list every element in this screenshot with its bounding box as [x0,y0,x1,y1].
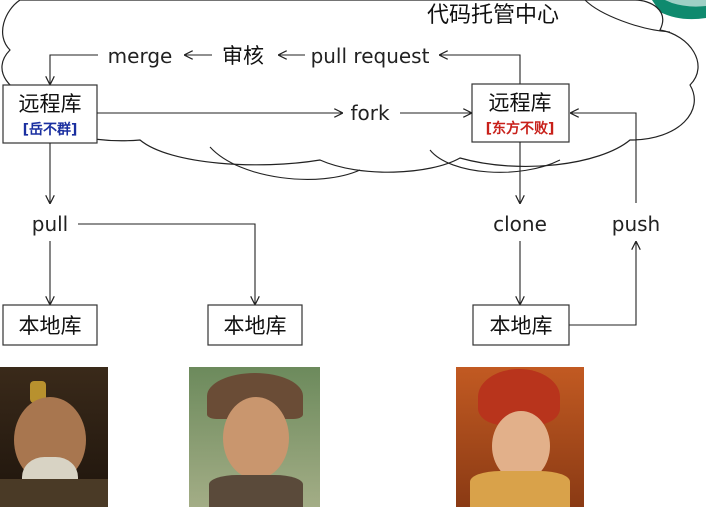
local-repo-2[interactable]: 本地库 [207,304,303,346]
portrait-dongfang-bubai [456,367,584,507]
local-repo-3[interactable]: 本地库 [472,304,570,346]
local-1-title: 本地库 [19,314,82,338]
local-repo-1[interactable]: 本地库 [2,304,98,346]
remote-left-title: 远程库 [19,92,82,116]
push-label: push [612,212,660,236]
portrait-yue-buqun [0,367,108,507]
remote-repo-left[interactable]: 远程库 [岳不群] [2,84,98,144]
merge-label: merge [108,44,173,68]
pull-request-label: pull request [311,44,430,68]
remote-left-owner: [岳不群] [23,121,78,138]
arrow-remote-right-to-pr [440,55,521,84]
clone-label: clone [493,212,547,236]
pull-label: pull [32,212,68,236]
arrow-push-to-remote-right [571,113,637,203]
remote-repo-right[interactable]: 远程库 [东方不败] [471,83,570,143]
arrow-local-3-to-push [569,242,636,326]
banner-stripe [665,0,706,7]
fork-label: fork [350,101,390,125]
review-label: 审核 [222,44,264,68]
portrait-linghu-chong [189,367,320,507]
cloud-title: 代码托管中心 [427,3,559,28]
code-hosting-cloud [1,0,699,180]
local-2-title: 本地库 [224,314,287,338]
arrow-pull-to-local-2 [78,223,255,304]
local-3-title: 本地库 [490,314,553,338]
arrow-merge-to-remote-left [50,54,98,84]
remote-right-owner: [东方不败] [486,120,555,137]
remote-right-title: 远程库 [489,91,552,115]
